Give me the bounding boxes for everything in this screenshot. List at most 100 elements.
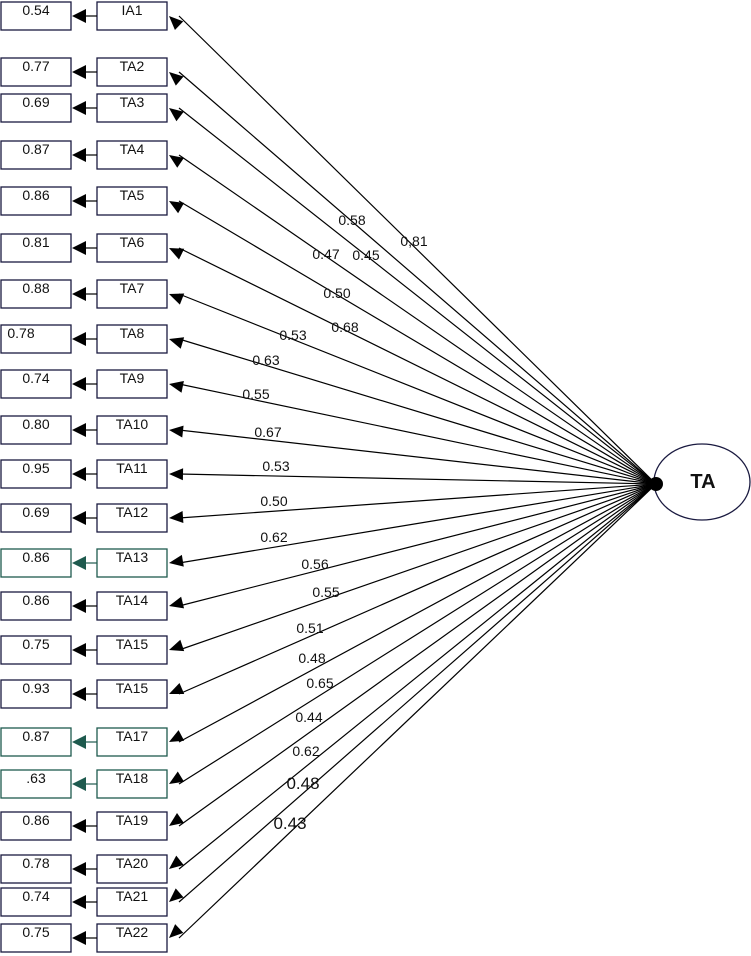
factor-path: [178, 483, 657, 607]
factor-path: [178, 483, 657, 785]
loading-label: 0.53: [279, 327, 306, 343]
indicator-label: TA18: [116, 770, 149, 786]
error-variance-label: 0.95: [22, 460, 49, 476]
indicator-label: TA3: [120, 94, 145, 110]
factor-path: [178, 107, 657, 485]
indicator-label: TA17: [116, 728, 149, 744]
error-variance-label: 0.86: [22, 812, 49, 828]
loading-label: 0.55: [312, 584, 339, 600]
error-arrowhead: [72, 777, 86, 791]
indicator-label: TA10: [116, 416, 149, 432]
error-box: [0, 635, 72, 665]
factor-path-arrowhead: [169, 813, 184, 826]
error-box: [0, 415, 72, 445]
error-arrowhead: [72, 194, 86, 208]
factor-path-arrowhead: [169, 639, 185, 652]
factor-path-arrowhead: [169, 72, 184, 86]
indicator-label: TA2: [120, 58, 145, 74]
indicator-box: [96, 1, 168, 31]
error-arrowhead: [72, 65, 86, 79]
loading-label: 0.68: [331, 319, 358, 335]
factor-path: [178, 293, 657, 485]
error-arrowhead: [72, 643, 86, 657]
error-arrowhead: [72, 9, 86, 23]
indicator-box: [96, 769, 168, 799]
error-box: [0, 548, 72, 578]
error-box: [0, 503, 72, 533]
indicator-label: TA12: [116, 504, 149, 520]
error-variance-label: 0.69: [22, 504, 49, 520]
factor-path-arrowhead: [169, 293, 185, 305]
error-arrowhead: [72, 599, 86, 613]
error-variance-label: 0.69: [22, 94, 49, 110]
indicator-label: TA4: [120, 141, 145, 157]
indicator-boxes: IA10.54TA20.77TA30.69TA40.87TA50.86TA60.…: [0, 1, 168, 953]
error-arrowhead: [72, 819, 86, 833]
error-box: [0, 769, 72, 799]
factor-path-arrowhead: [169, 108, 184, 122]
error-arrowhead: [72, 287, 86, 301]
indicator-label: TA7: [120, 280, 145, 296]
factor-path: [178, 483, 657, 939]
indicator-box: [96, 887, 168, 917]
error-box: [0, 679, 72, 709]
error-variance-label: 0.54: [22, 2, 49, 18]
indicator-box: [96, 679, 168, 709]
indicator-label: TA21: [116, 888, 149, 904]
error-variance-label: 0.93: [22, 680, 49, 696]
factor-path: [178, 473, 657, 485]
factor-path-arrowhead: [169, 248, 185, 260]
indicator-box: [96, 279, 168, 309]
factor-path-arrowhead: [169, 554, 184, 567]
error-box: [0, 923, 72, 953]
loading-label: 0.48: [286, 774, 319, 793]
error-box: [0, 1, 72, 31]
error-variance-label: 0.74: [22, 888, 49, 904]
error-variance-label: 0.75: [22, 636, 49, 652]
error-arrowhead: [72, 735, 86, 749]
error-variance-label: 0.75: [22, 924, 49, 940]
indicator-label: TA11: [116, 460, 148, 476]
error-box: [0, 233, 72, 263]
factor-path: [178, 483, 657, 651]
factor-path-arrowhead: [169, 682, 185, 694]
factor-path-arrowhead: [169, 924, 184, 938]
indicator-box: [96, 548, 168, 578]
indicator-label: TA20: [116, 855, 149, 871]
factor-path: [178, 429, 657, 485]
indicator-label: TA9: [120, 370, 145, 386]
factor-path-arrowhead: [169, 596, 185, 609]
error-variance-label: 0.87: [22, 728, 49, 744]
indicator-box: [96, 854, 168, 884]
factor-path-arrowhead: [169, 16, 184, 31]
error-arrowhead: [72, 511, 86, 525]
loading-label: 0.51: [296, 620, 323, 636]
error-variance-label: 0.88: [22, 280, 49, 296]
indicator-label: TA15: [116, 636, 149, 652]
indicator-label: IA1: [121, 2, 142, 18]
error-arrowhead: [72, 377, 86, 391]
loading-label: 0.62: [260, 529, 287, 545]
factor-path: [178, 383, 657, 485]
error-box: [0, 93, 72, 123]
error-variance-label: 0.86: [22, 187, 49, 203]
error-arrowhead: [72, 101, 86, 115]
factor-path: [178, 71, 657, 485]
factor-path-arrowhead: [169, 201, 185, 214]
error-variance-label: 0.81: [22, 234, 49, 250]
loading-label: 0.65: [306, 675, 333, 691]
loading-label: 0.63: [252, 352, 279, 368]
factor-path-arrowhead: [169, 855, 184, 869]
loading-label: 0.55: [242, 386, 269, 402]
error-box: [0, 57, 72, 87]
factor-path: [178, 483, 657, 903]
factor-path: [178, 154, 657, 485]
loading-label: 0.62: [292, 743, 319, 759]
indicator-label: TA15: [116, 680, 149, 696]
factor-path-arrowhead: [169, 771, 185, 784]
error-arrowhead: [72, 332, 86, 346]
factor-path: [178, 15, 657, 485]
error-box: [0, 369, 72, 399]
error-box: [0, 727, 72, 757]
indicator-box: [96, 459, 168, 489]
